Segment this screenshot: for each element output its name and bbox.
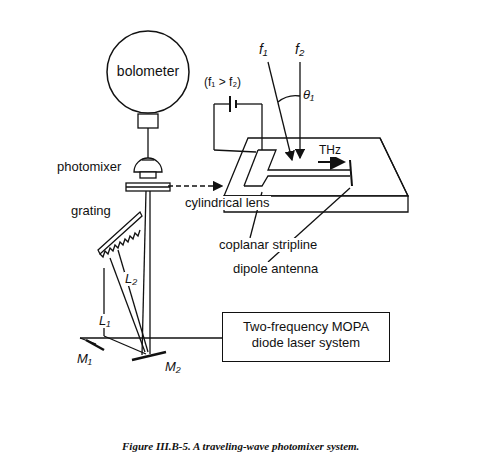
part-label: dipole antenna <box>232 262 319 276</box>
part-label: cylindrical lens <box>184 196 271 210</box>
part-label: coplanar stripline <box>218 238 318 252</box>
part-label: M₁ <box>76 352 93 366</box>
part-label: (f₁ > f₂) <box>203 76 242 89</box>
part-label: M₂ <box>164 360 182 374</box>
bolometer-circle: bolometer <box>106 30 190 114</box>
laser-box: Two-frequency MOPA diode laser system <box>222 312 390 362</box>
part-label: θ₁ <box>302 88 315 102</box>
figure-caption: Figure III.B-5. A traveling-wave photomi… <box>122 440 359 452</box>
part-label: photomixer <box>56 160 122 174</box>
part-label: L₂ <box>124 272 138 286</box>
part-label: THz <box>318 144 342 157</box>
part-label: f₁ <box>258 42 268 57</box>
part-label: f₂ <box>294 42 305 57</box>
part-label: L₁ <box>98 314 111 328</box>
node-text: Two-frequency MOPA diode laser system <box>231 319 381 352</box>
part-label: grating <box>70 204 112 218</box>
node-text: bolometer <box>117 63 179 81</box>
